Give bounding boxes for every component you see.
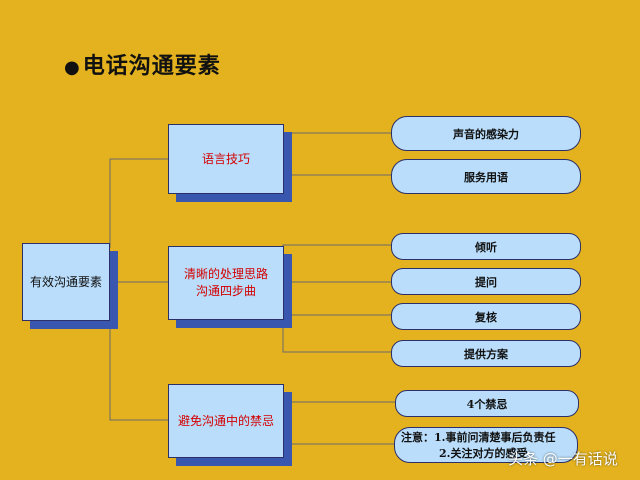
title-bullet: ● [64,57,81,78]
leaf-four-taboos: 4个禁忌 [395,390,579,417]
watermark: 头条 @一有话说 [508,450,618,468]
leaf-label: 倾听 [475,240,497,254]
branch-clear-thinking: 清晰的处理思路 沟通四步曲 [168,246,284,320]
branch-1-label: 语言技巧 [201,151,250,166]
leaf-label: 提供方案 [464,347,508,361]
leaf-label: 提问 [475,275,497,289]
branch-language-skills: 语言技巧 [168,124,284,194]
branch-avoid-taboos: 避免沟通中的禁忌 [168,384,284,458]
leaf-ask: 提问 [391,268,581,295]
leaf-listen: 倾听 [391,233,581,260]
note-line1: 注意：1.事前问清楚事后负责任 [401,431,556,444]
leaf-verify: 复核 [391,303,581,330]
leaf-label: 4个禁忌 [466,397,508,411]
note-line2: 2.关注对方的感受 [439,447,528,460]
branch-2-label-line2: 沟通四步曲 [195,284,256,298]
leaf-label: 服务用语 [464,170,508,184]
leaf-service-phrases: 服务用语 [391,159,581,194]
leaf-label: 声音的感染力 [453,127,519,141]
leaf-label: 复核 [475,310,497,324]
leaf-note: 注意：1.事前问清楚事后负责任 2.关注对方的感受 [394,427,578,463]
slide-title: ●电话沟通要素 [64,48,221,80]
title-text: 电话沟通要素 [82,53,221,79]
root-node: 有效沟通要素 [22,243,110,321]
root-label: 有效沟通要素 [29,274,102,289]
branch-3-label: 避免沟通中的禁忌 [177,413,274,428]
leaf-offer-solution: 提供方案 [391,340,581,367]
leaf-voice-appeal: 声音的感染力 [391,116,581,151]
branch-2-label-line1: 清晰的处理思路 [183,267,268,281]
